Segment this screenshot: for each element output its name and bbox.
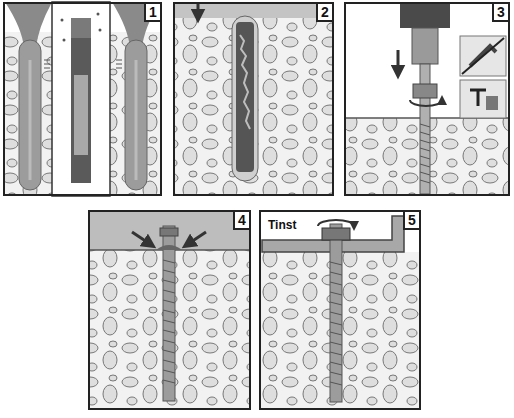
panel-four-art-shape [163, 260, 175, 383]
panel-three-art-shape [470, 90, 486, 106]
torque-label: Tinst [267, 218, 297, 232]
step-panel: 1 [3, 2, 162, 196]
step-number: 4 [233, 210, 251, 230]
panel-four-art-shape [163, 226, 175, 401]
step-number: 5 [403, 210, 421, 230]
panel-five-art-shape [330, 224, 342, 402]
panel-one-art-shape [29, 60, 32, 180]
panel-two-art-shape [197, 4, 200, 16]
panel-four-art-shape [160, 228, 178, 236]
step-panel: 3 [344, 2, 510, 196]
step-panel: 2 [173, 2, 334, 196]
step-number: 2 [316, 2, 334, 22]
panel-one-art-shape [116, 60, 122, 68]
panel-five-art [259, 216, 421, 410]
panel-one-art [3, 2, 162, 196]
panel-three-art-shape [410, 100, 442, 106]
panel-one-art-shape [74, 75, 88, 155]
panel-one-art-shape [71, 18, 91, 38]
panel-two-art-shape [240, 35, 250, 129]
panel-one-art-shape [125, 40, 147, 190]
panel-one-art-shape [52, 2, 110, 196]
panel-one-art-shape [61, 19, 64, 22]
panel-five-art-shape [330, 262, 342, 385]
panel-five-art-shape [322, 228, 350, 240]
panel-four-art-shape [156, 245, 182, 250]
panel-four-art-shape [132, 232, 150, 244]
panel-one-art-shape [97, 13, 100, 16]
panel-three-art-shape [400, 2, 450, 28]
panel-three-art-shape [486, 96, 498, 110]
panel-three-art-shape [462, 38, 504, 74]
panel-one-art-shape [44, 60, 50, 68]
panel-two-art-shape [173, 2, 334, 196]
step-panel: 5 Tinst [259, 210, 421, 410]
step-number: 1 [144, 2, 162, 22]
step-panel: 4 [88, 210, 251, 410]
panel-one-art-shape [135, 60, 138, 180]
panel-four-art [88, 210, 251, 410]
panel-three-art [344, 2, 510, 196]
panel-three-art-shape [460, 80, 506, 118]
panel-three-art-shape [413, 84, 437, 98]
panel-two-art [173, 2, 334, 196]
panel-one-art-shape [99, 29, 102, 32]
panel-one-art-shape [63, 39, 66, 42]
panel-two-art-shape [232, 16, 258, 181]
panel-two-art-shape [173, 2, 334, 18]
panel-one-art-shape [71, 18, 91, 183]
panel-three-art-shape [420, 124, 430, 183]
panel-one-art-shape [19, 40, 41, 190]
panel-three-art-shape [397, 50, 400, 72]
panel-five-art-shape [318, 220, 354, 226]
panel-three-art-shape [412, 28, 438, 64]
panel-three-art-shape [460, 36, 506, 76]
step-number: 3 [492, 2, 510, 22]
panel-one-art-shape [3, 2, 162, 196]
panel-four-art-shape [188, 232, 206, 244]
panel-two-art-shape [236, 22, 254, 172]
